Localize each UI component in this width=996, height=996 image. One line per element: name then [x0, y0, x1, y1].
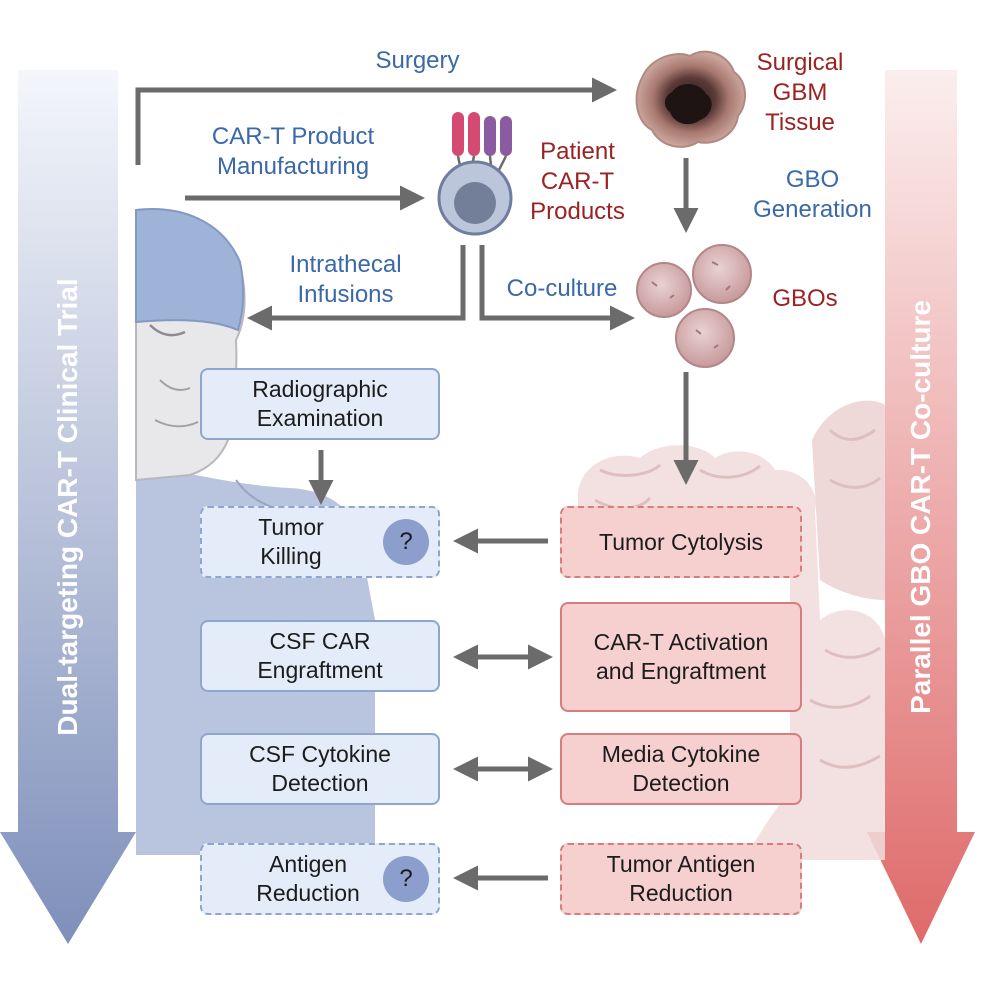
- media-cytokine-detection-box: Media Cytokine Detection: [560, 733, 802, 805]
- radiographic-examination-box: Radiographic Examination: [200, 368, 440, 440]
- gbo-organoid-icon: [636, 244, 752, 368]
- surgical-tissue-label: Surgical GBM Tissue: [756, 49, 844, 136]
- question-badge: ?: [383, 856, 429, 902]
- gbos-label: GBOs: [772, 285, 838, 312]
- gbo-coculture-arrow: [867, 70, 975, 944]
- gbm-tissue-icon: [635, 50, 746, 148]
- intrathecal-label: Intrathecal Infusions: [289, 251, 402, 308]
- csf-car-engraftment-box: CSF CAR Engraftment: [200, 620, 440, 692]
- question-badge: ?: [383, 519, 429, 565]
- gbo-coculture-title: Parallel GBO CAR-T Co-culture: [905, 300, 936, 714]
- gbo-generation-label: GBO Generation: [753, 166, 872, 223]
- tumor-antigen-reduction-box: Tumor Antigen Reduction: [560, 843, 802, 915]
- antigen-reduction-text: Antigen Reduction: [256, 851, 360, 906]
- clinical-trial-arrow: [0, 70, 136, 944]
- tumor-killing-text: Tumor Killing: [258, 514, 324, 569]
- car-t-activation-box: CAR-T Activation and Engraftment: [560, 602, 802, 712]
- coculture-arrow: [479, 245, 635, 331]
- intrathecal-arrow: [247, 245, 466, 331]
- surgery-label: Surgery: [375, 47, 460, 74]
- manufacturing-label: CAR-T Product Manufacturing: [211, 123, 375, 180]
- connector-arrows: [135, 77, 699, 891]
- car-t-cell-icon: [437, 112, 513, 236]
- patient-products-label: Patient CAR-T Products: [530, 138, 625, 225]
- clinical-trial-title: Dual-targeting CAR-T Clinical Trial: [52, 278, 83, 736]
- coculture-label: Co-culture: [506, 275, 618, 302]
- surgery-arrow: [135, 77, 617, 165]
- tumor-cytolysis-box: Tumor Cytolysis: [560, 506, 802, 578]
- csf-cytokine-detection-box: CSF Cytokine Detection: [200, 733, 440, 805]
